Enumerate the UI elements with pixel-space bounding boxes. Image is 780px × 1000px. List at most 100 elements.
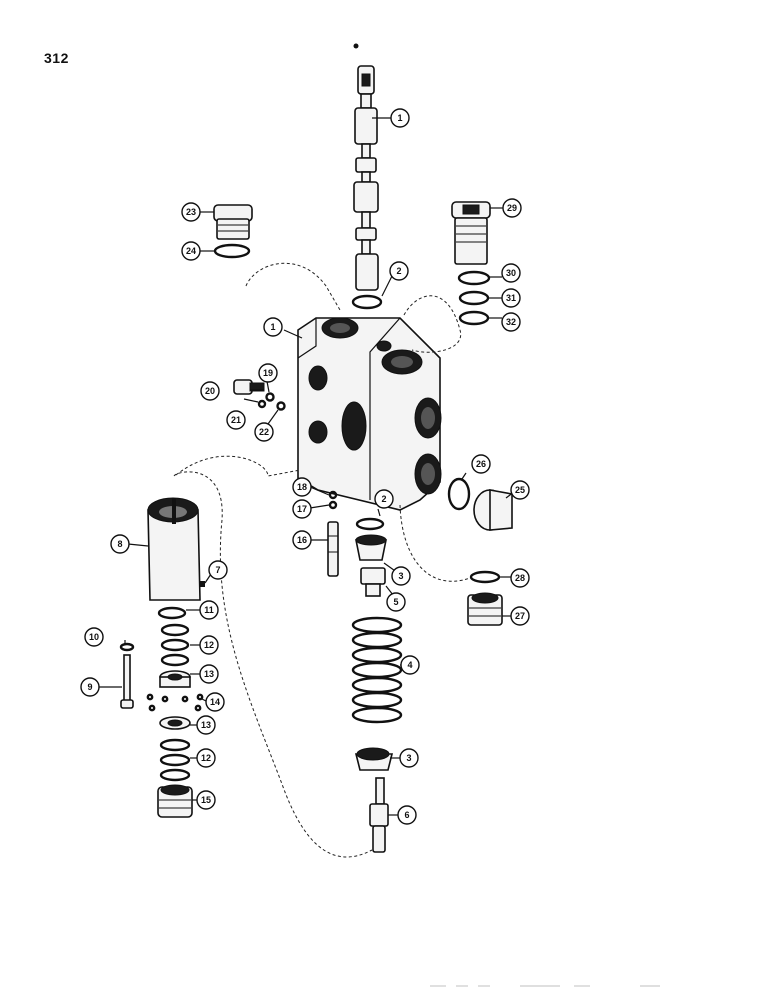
- svg-text:26: 26: [476, 459, 486, 469]
- svg-text:10: 10: [89, 632, 99, 642]
- callout-6: 6: [397, 805, 417, 825]
- plug-23-part: [213, 204, 253, 240]
- svg-text:23: 23: [186, 207, 196, 217]
- dashed-line-housing8: [175, 455, 301, 477]
- svg-text:16: 16: [297, 535, 307, 545]
- callout-11: 11: [199, 600, 219, 620]
- svg-text:28: 28: [515, 573, 525, 583]
- spring-4-part: [351, 616, 403, 724]
- washer-10: [119, 642, 135, 652]
- callout-13-lower: 13: [196, 715, 216, 735]
- callout-9: 9: [80, 677, 100, 697]
- svg-text:17: 17: [297, 504, 307, 514]
- callout-22: 22: [254, 422, 274, 442]
- o-ring-30: [457, 270, 491, 286]
- callout-2-lower: 2: [374, 489, 394, 509]
- o-ring-28: [469, 570, 501, 584]
- callout-20: 20: [200, 381, 220, 401]
- plug-27-part: [467, 592, 503, 626]
- o-ring-31: [458, 290, 490, 306]
- collar-13-lower: [159, 716, 191, 730]
- callout-30: 30: [501, 263, 521, 283]
- callout-7: 7: [208, 560, 228, 580]
- dashed-line-relief29: [403, 295, 462, 353]
- o-ring-2-lower: [355, 517, 385, 531]
- callout-16: 16: [292, 530, 312, 550]
- svg-text:24: 24: [186, 246, 196, 256]
- callout-23: 23: [181, 202, 201, 222]
- callout-12-upper: 12: [199, 635, 219, 655]
- callout-26: 26: [471, 454, 491, 474]
- callout-27: 27: [510, 606, 530, 626]
- o-ring-19: [265, 392, 275, 402]
- dashed-line-plug27: [399, 504, 471, 582]
- callout-19: 19: [258, 363, 278, 383]
- detent-rings-12-lower: [159, 738, 191, 782]
- bolt-6-part: [369, 777, 389, 853]
- callout-28: 28: [510, 568, 530, 588]
- callout-3-upper: 3: [391, 566, 411, 586]
- callout-32: 32: [501, 312, 521, 332]
- callout-29: 29: [502, 198, 522, 218]
- svg-text:2: 2: [396, 266, 401, 276]
- svg-text:3: 3: [398, 571, 403, 581]
- callout-13-upper: 13: [199, 664, 219, 684]
- washer-11: [157, 606, 187, 620]
- callout-25: 25: [510, 480, 530, 500]
- check-plug-20-part: [233, 379, 265, 395]
- callout-1-body: 1: [263, 317, 283, 337]
- callout-10: 10: [84, 627, 104, 647]
- svg-text:1: 1: [270, 322, 275, 332]
- svg-text:1: 1: [397, 113, 402, 123]
- svg-text:7: 7: [215, 565, 220, 575]
- callout-8: 8: [110, 534, 130, 554]
- callout-3-lower: 3: [399, 748, 419, 768]
- callout-4: 4: [400, 655, 420, 675]
- svg-text:25: 25: [515, 485, 525, 495]
- callout-14: 14: [205, 692, 225, 712]
- ball-22: [276, 401, 286, 411]
- stop-5-part: [360, 567, 386, 597]
- svg-text:18: 18: [297, 482, 307, 492]
- svg-text:27: 27: [515, 611, 525, 621]
- screw-9-part: [120, 654, 134, 709]
- o-ring-18: [328, 490, 338, 500]
- dashed-line-long: [173, 471, 373, 858]
- svg-text:13: 13: [201, 720, 211, 730]
- stray-dot: [353, 43, 359, 49]
- o-ring-17: [328, 500, 338, 510]
- o-ring-24: [213, 243, 251, 259]
- svg-text:15: 15: [201, 795, 211, 805]
- callout-2-upper: 2: [389, 261, 409, 281]
- callout-1-spool: 1: [390, 108, 410, 128]
- detent-rings-12-upper: [160, 623, 190, 667]
- svg-text:3: 3: [406, 753, 411, 763]
- svg-text:8: 8: [117, 539, 122, 549]
- spring-seat-3-upper-part: [355, 534, 387, 561]
- svg-text:22: 22: [259, 427, 269, 437]
- svg-text:6: 6: [404, 810, 409, 820]
- spool-part: [353, 65, 379, 291]
- relief-valve-29-part: [451, 201, 491, 265]
- svg-text:11: 11: [204, 605, 214, 615]
- plug-25-part: [473, 489, 513, 531]
- callout-5: 5: [386, 592, 406, 612]
- svg-text:32: 32: [506, 317, 516, 327]
- o-ring-2-upper: [351, 294, 383, 310]
- svg-text:20: 20: [205, 386, 215, 396]
- spring-seat-3-lower-part: [354, 747, 394, 771]
- callout-21: 21: [226, 410, 246, 430]
- o-ring-32: [458, 310, 490, 326]
- callout-31: 31: [501, 288, 521, 308]
- svg-text:12: 12: [201, 753, 211, 763]
- o-ring-21: [257, 399, 267, 409]
- svg-text:4: 4: [407, 660, 412, 670]
- svg-text:2: 2: [381, 494, 386, 504]
- svg-text:9: 9: [87, 682, 92, 692]
- callout-15: 15: [196, 790, 216, 810]
- svg-text:14: 14: [210, 697, 220, 707]
- svg-text:12: 12: [204, 640, 214, 650]
- cap-15-part: [157, 784, 193, 818]
- callout-18: 18: [292, 477, 312, 497]
